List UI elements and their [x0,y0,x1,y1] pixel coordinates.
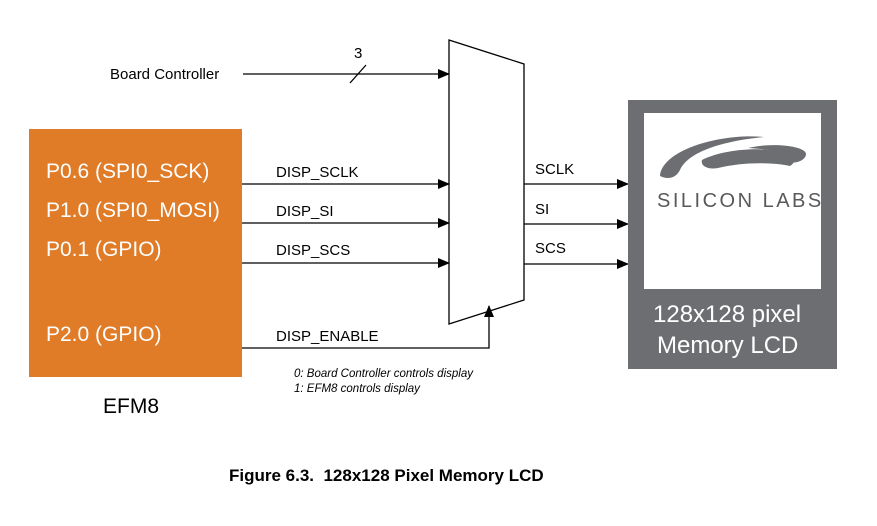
lcd-label-line2: Memory LCD [657,332,798,359]
signal-disp-si-label: DISP_SI [276,203,334,220]
bus-width-label: 3 [354,45,362,62]
silicon-labs-logo-icon [660,136,806,178]
lcd-screen [644,113,821,289]
efm8-pin-gpio-p20: P2.0 (GPIO) [46,323,162,346]
efm8-pin-mosi: P1.0 (SPI0_MOSI) [46,199,220,222]
efm8-pin-gpio-p01: P0.1 (GPIO) [46,238,162,261]
signal-si-label: SI [535,201,549,218]
efm8-pin-sck: P0.6 (SPI0_SCK) [46,160,209,183]
signal-disp-enable-label: DISP_ENABLE [276,328,379,345]
board-controller-label: Board Controller [110,66,219,83]
signal-scs-label: SCS [535,240,566,257]
efm8-block [29,129,242,377]
note-board-controller: 0: Board Controller controls display [294,368,474,380]
mux [448,39,525,325]
signal-disp-scs-label: DISP_SCS [276,242,350,259]
efm8-name: EFM8 [103,395,159,418]
lcd-logo-text: SILICON LABS [657,190,824,212]
signal-sclk-label: SCLK [535,161,574,178]
lcd-label-line1: 128x128 pixel [653,301,801,328]
note-efm8: 1: EFM8 controls display [294,383,421,395]
signal-disp-sclk-label: DISP_SCLK [276,164,359,181]
figure-caption: Figure 6.3. 128x128 Pixel Memory LCD [229,466,544,485]
signal-disp-enable-line [242,305,494,349]
bus-slash [349,64,367,84]
